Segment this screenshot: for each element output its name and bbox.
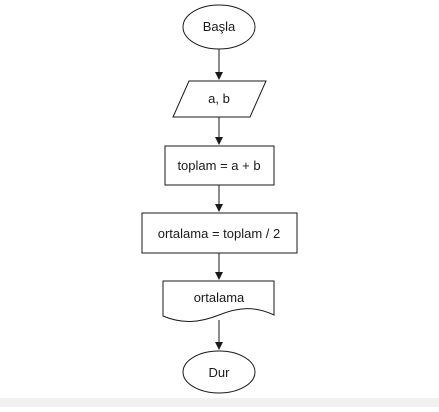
output-label: ortalama <box>194 290 245 305</box>
sum-label: toplam = a + b <box>177 158 260 173</box>
start-label: Başla <box>203 19 236 34</box>
average-process-box: ortalama = toplam / 2 <box>141 212 298 254</box>
end-label: Dur <box>209 365 231 380</box>
input-parallelogram: a, b <box>172 80 267 118</box>
input-label: a, b <box>208 91 230 106</box>
bottom-strip <box>0 398 439 407</box>
output-document: ortalama <box>162 280 275 322</box>
sum-process-box: toplam = a + b <box>164 145 275 186</box>
start-terminal: Başla <box>182 4 256 50</box>
average-label: ortalama = toplam / 2 <box>158 226 280 241</box>
end-terminal: Dur <box>182 350 256 394</box>
